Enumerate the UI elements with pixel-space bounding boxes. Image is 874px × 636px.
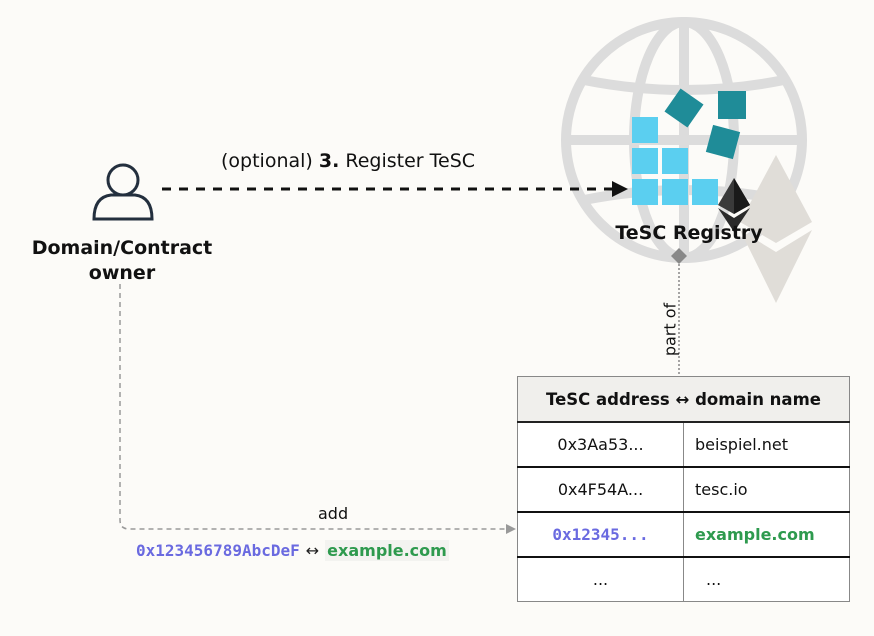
row-address: 0x12345... [517,512,684,558]
registry-label: TeSC Registry [615,222,763,244]
part-of-label: part of [640,300,700,360]
table-row: 0x3Aa53... beispiel.net [517,422,850,468]
register-arrow [162,181,628,197]
mapping-arrow: ↔ [305,541,320,560]
row-address: ... [517,557,684,602]
user-icon [92,163,154,221]
table-row: 0x4F54A... tesc.io [517,467,850,513]
row-domain: beispiel.net [683,422,850,468]
part-of-connector [671,248,687,376]
table-row-highlighted: 0x12345... example.com [517,512,850,558]
register-text: Register TeSC [345,150,476,172]
mapping-address: 0x123456789AbcDeF [136,541,300,560]
mapping-domain: example.com [325,540,449,561]
row-domain: ... [683,557,850,602]
row-domain: tesc.io [683,467,850,513]
row-address: 0x4F54A... [517,467,684,513]
row-address: 0x3Aa53... [517,422,684,468]
add-connector [119,284,516,534]
ethereum-watermark-icon [740,155,812,303]
table-header: TeSC address ↔ domain name [517,376,850,423]
ethereum-icon [718,178,750,232]
register-tesc-label: (optional) 3. Register TeSC [221,150,475,172]
table-header-row: TeSC address ↔ domain name [517,376,850,423]
registry-table: TeSC address ↔ domain name 0x3Aa53... be… [517,376,850,602]
row-domain: example.com [683,512,850,558]
add-label: add [318,504,349,523]
owner-label: Domain/Contract owner [0,236,244,286]
owner-label-line1: Domain/Contract [31,237,213,259]
new-mapping: 0x123456789AbcDeF ↔ example.com [136,540,449,561]
table-row: ... ... [517,557,850,602]
owner-label-line2: owner [88,262,156,284]
part-of-text: part of [660,302,680,357]
step-number: 3. [318,150,340,172]
optional-text: (optional) [221,150,313,172]
registry-blocks-icon [632,88,746,205]
